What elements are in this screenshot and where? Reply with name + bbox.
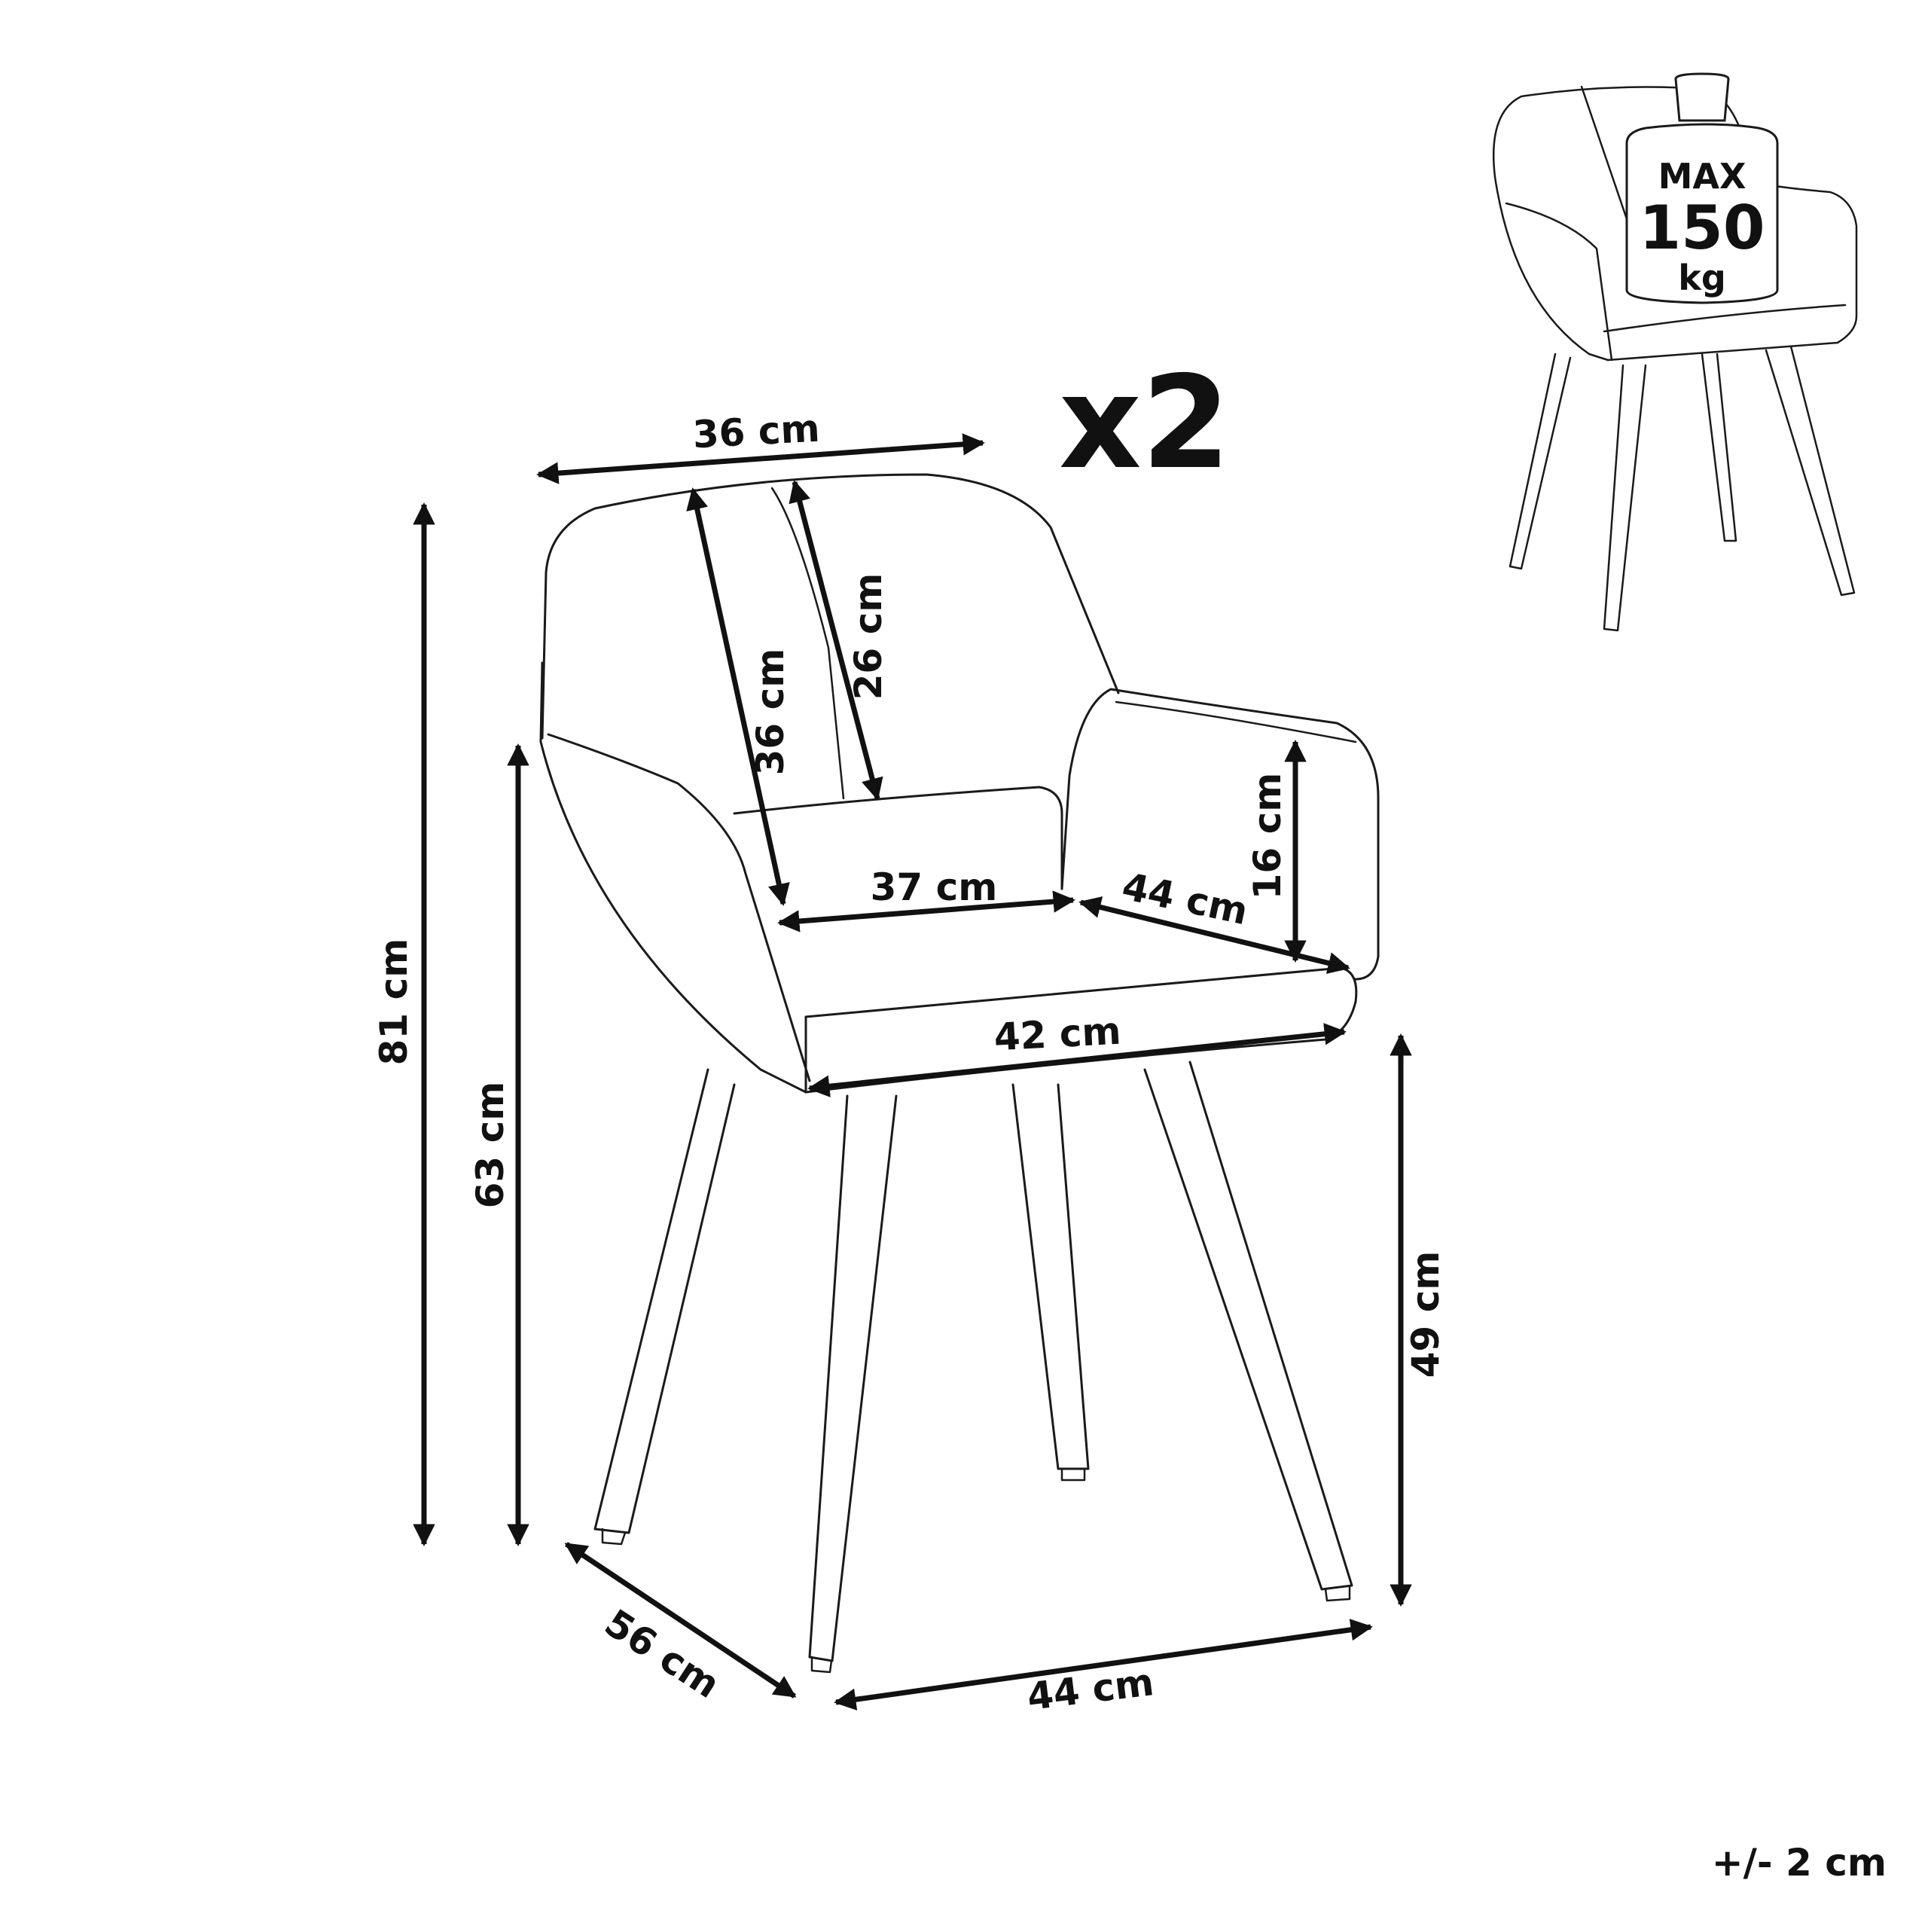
arrow-backrest-top-width [536,433,985,484]
weight-value-text: 150 [1640,193,1765,263]
tolerance-note: +/- 2 cm [1712,1841,1887,1885]
label-seat-width-front: 42 cm [993,1009,1122,1060]
label-base-depth: 56 cm [597,1601,728,1707]
seat-back-edge [733,786,1063,890]
foot-cap-2 [810,1656,833,1674]
arrow-seat-width-back [777,890,1075,932]
arrow-seat-depth [1078,896,1350,974]
mini-seat-front [1603,304,1847,333]
mini-leg-2 [1603,364,1647,632]
quantity-label: x2 [1059,349,1231,498]
backrest-outline [541,473,1120,740]
weight-max-text: MAX [1658,156,1746,197]
left-arm-inner [547,733,811,1082]
label-total-height: 81 cm [372,939,416,1066]
arrow-base-width [834,1619,1373,1711]
foot-cap-4 [1324,1586,1351,1602]
right-armrest [1060,688,1380,981]
foot-cap-3 [1060,1467,1086,1482]
label-armrest-height: 16 cm [1246,773,1289,900]
weight-capacity-illustration: MAX 150 kg [1492,72,1858,632]
weight-drum [1625,123,1779,304]
arrow-backrest-height-front [686,487,790,906]
label-backrest-top-width: 36 cm [691,407,821,457]
legs [593,1061,1353,1674]
armrest-seam [1115,700,1357,743]
mini-left-side [1493,175,1609,362]
mini-leg-3 [1701,353,1737,542]
arrow-seat-width-front [807,1023,1347,1097]
label-seat-height: 49 cm [1404,1251,1448,1378]
mini-right-arm [1606,179,1858,362]
label-seat-depth: 44 cm [1118,864,1252,933]
weight-unit-text: kg [1678,258,1726,298]
arrow-base-depth [564,1542,797,1699]
label-backrest-height-side: 26 cm [847,573,890,700]
leg-front-right [808,1094,898,1662]
mini-leg-1 [1509,353,1572,570]
leg-front-left [593,1068,736,1534]
mini-left-arm [1505,202,1613,362]
mini-backrest [1492,86,1779,273]
dimension-labels: 36 cm 36 cm 26 cm 16 cm 37 cm 44 cm 42 c… [372,407,1448,1720]
mini-leg-4 [1765,345,1856,597]
arrow-backrest-height-side [789,480,883,801]
weight-handle [1674,72,1730,122]
label-base-width: 44 cm [1025,1660,1157,1719]
mini-back-seam [1580,85,1636,243]
leg-back-right [1011,1083,1090,1470]
label-backrest-height-front: 36 cm [749,649,792,776]
left-side-outline [539,661,807,1094]
dimension-arrows [413,433,1412,1711]
leg-back-far [1143,1061,1353,1591]
label-seat-width-back: 37 cm [871,865,998,909]
label-armrest-total-height: 63 cm [468,1082,512,1209]
